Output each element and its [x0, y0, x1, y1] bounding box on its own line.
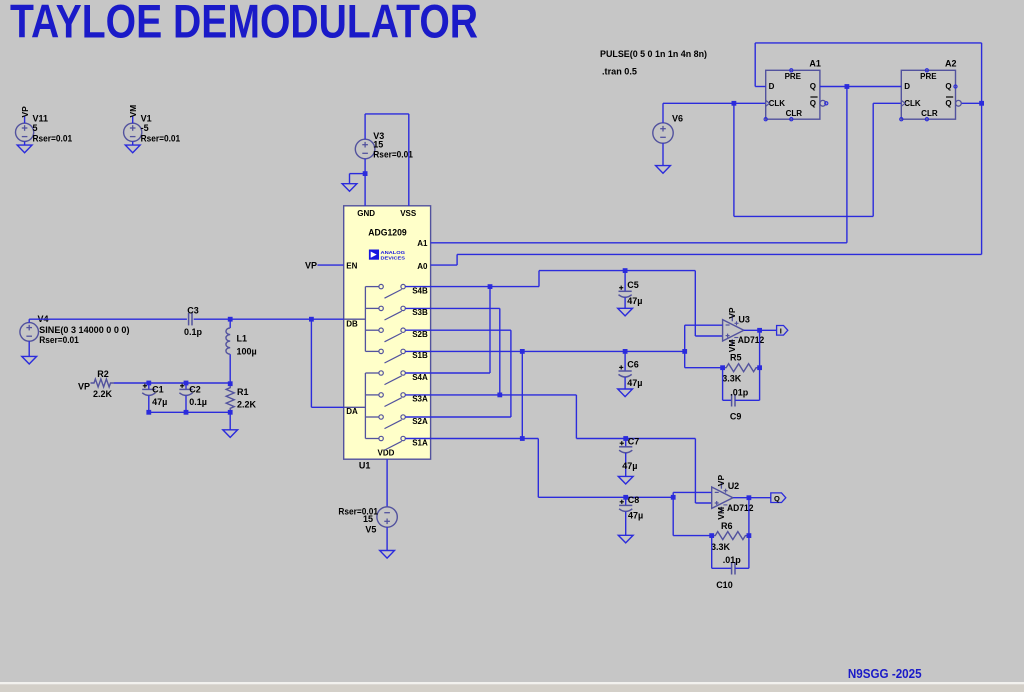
- svg-text:C2: C2: [189, 384, 201, 394]
- svg-text:0.1µ: 0.1µ: [189, 397, 207, 407]
- svg-text:AD712: AD712: [738, 335, 765, 345]
- svg-text:Q: Q: [810, 99, 816, 108]
- svg-text:47µ: 47µ: [627, 378, 642, 388]
- svg-text:2.2K: 2.2K: [237, 400, 257, 410]
- svg-text:GND: GND: [357, 209, 375, 218]
- svg-text:CLR: CLR: [921, 109, 938, 118]
- svg-text:.01p: .01p: [730, 388, 749, 398]
- svg-text:5: 5: [33, 123, 38, 133]
- svg-text:S2B: S2B: [412, 330, 428, 339]
- svg-text:0.1p: 0.1p: [184, 327, 203, 337]
- svg-text:3.3K: 3.3K: [711, 542, 731, 552]
- svg-text:DA: DA: [346, 407, 358, 416]
- svg-text:C9: C9: [730, 412, 742, 422]
- svg-text:R1: R1: [237, 387, 249, 397]
- svg-text:R6: R6: [721, 521, 733, 531]
- svg-text:V1: V1: [141, 113, 152, 123]
- svg-text:-5: -5: [141, 123, 149, 133]
- svg-text:VM: VM: [727, 340, 737, 353]
- svg-text:47µ: 47µ: [627, 296, 642, 306]
- svg-text:S4A: S4A: [412, 373, 428, 382]
- svg-text:I: I: [780, 327, 782, 336]
- svg-text:Rser=0.01: Rser=0.01: [141, 134, 181, 144]
- svg-text:15: 15: [373, 140, 383, 150]
- svg-text:U2: U2: [728, 481, 740, 491]
- svg-text:15: 15: [363, 514, 373, 524]
- svg-text:S1A: S1A: [412, 438, 428, 447]
- svg-text:C6: C6: [627, 360, 639, 370]
- svg-text:2.2K: 2.2K: [93, 389, 113, 399]
- svg-text:C8: C8: [628, 495, 640, 505]
- svg-text:S2A: S2A: [412, 417, 428, 426]
- svg-text:V11: V11: [33, 113, 49, 123]
- svg-text:U1: U1: [359, 461, 371, 471]
- svg-text:PRE: PRE: [920, 72, 937, 81]
- svg-text:C5: C5: [627, 280, 639, 290]
- svg-text:R5: R5: [730, 353, 742, 363]
- svg-text:ANALOG: ANALOG: [381, 250, 406, 256]
- svg-text:S3A: S3A: [412, 395, 428, 404]
- svg-text:100µ: 100µ: [237, 347, 257, 357]
- svg-text:C10: C10: [716, 580, 733, 590]
- svg-text:47µ: 47µ: [152, 397, 167, 407]
- svg-text:VP: VP: [305, 261, 317, 271]
- svg-text:Q: Q: [810, 82, 816, 91]
- svg-text:EN: EN: [346, 262, 357, 271]
- svg-text:V5: V5: [365, 525, 376, 535]
- svg-text:47µ: 47µ: [628, 511, 643, 521]
- svg-text:PULSE(0 5 0 1n 1n 4n 8n): PULSE(0 5 0 1n 1n 4n 8n): [600, 49, 707, 59]
- svg-text:VM: VM: [716, 507, 726, 520]
- svg-text:VP: VP: [78, 382, 90, 392]
- svg-text:SINE(0 3 14000 0 0 0): SINE(0 3 14000 0 0 0): [39, 325, 129, 335]
- svg-text:N9SGG -2025: N9SGG -2025: [848, 667, 922, 681]
- svg-text:47µ: 47µ: [622, 461, 637, 471]
- svg-text:V6: V6: [672, 114, 683, 124]
- svg-text:DB: DB: [346, 319, 358, 328]
- svg-text:Rser=0.01: Rser=0.01: [39, 335, 79, 345]
- svg-text:PRE: PRE: [785, 72, 802, 81]
- svg-text:Rser=0.01: Rser=0.01: [33, 134, 73, 144]
- svg-text:CLK: CLK: [769, 99, 786, 108]
- svg-text:CLK: CLK: [904, 99, 921, 108]
- svg-text:A1: A1: [417, 239, 428, 248]
- svg-text:Q: Q: [945, 82, 951, 91]
- svg-text:S3B: S3B: [412, 308, 428, 317]
- svg-text:C7: C7: [628, 437, 640, 447]
- svg-text:DEVICES: DEVICES: [381, 255, 406, 261]
- svg-text:Q: Q: [945, 99, 951, 108]
- svg-text:A0: A0: [417, 262, 428, 271]
- svg-text:.01p: .01p: [723, 555, 742, 565]
- svg-text:VSS: VSS: [400, 209, 417, 218]
- svg-text:3.3K: 3.3K: [722, 374, 742, 384]
- svg-text:C1: C1: [152, 384, 164, 394]
- svg-text:VDD: VDD: [378, 449, 395, 458]
- svg-text:VP: VP: [716, 475, 726, 487]
- svg-text:A2: A2: [945, 59, 957, 69]
- svg-text:U3: U3: [738, 315, 750, 325]
- svg-text:ADG1209: ADG1209: [368, 227, 406, 237]
- svg-text:AD712: AD712: [727, 503, 754, 513]
- svg-text:Rser=0.01: Rser=0.01: [373, 149, 413, 159]
- svg-text:D: D: [769, 82, 775, 91]
- svg-text:Q: Q: [774, 494, 780, 503]
- svg-text:S4B: S4B: [412, 286, 428, 295]
- svg-text:C3: C3: [187, 306, 199, 316]
- svg-text:S1B: S1B: [412, 351, 428, 360]
- svg-text:R2: R2: [97, 369, 109, 379]
- svg-text:VP: VP: [20, 106, 30, 118]
- svg-text:TAYLOE DEMODULATOR: TAYLOE DEMODULATOR: [10, 0, 478, 48]
- svg-text:A1: A1: [809, 59, 821, 69]
- svg-text:CLR: CLR: [786, 109, 803, 118]
- svg-text:V3: V3: [373, 131, 384, 141]
- svg-text:.tran 0.5: .tran 0.5: [602, 67, 637, 77]
- svg-text:VM: VM: [128, 105, 138, 118]
- svg-text:VP: VP: [727, 307, 737, 319]
- svg-text:D: D: [904, 82, 910, 91]
- svg-text:L1: L1: [237, 334, 248, 344]
- svg-text:Rser=0.01: Rser=0.01: [338, 507, 378, 517]
